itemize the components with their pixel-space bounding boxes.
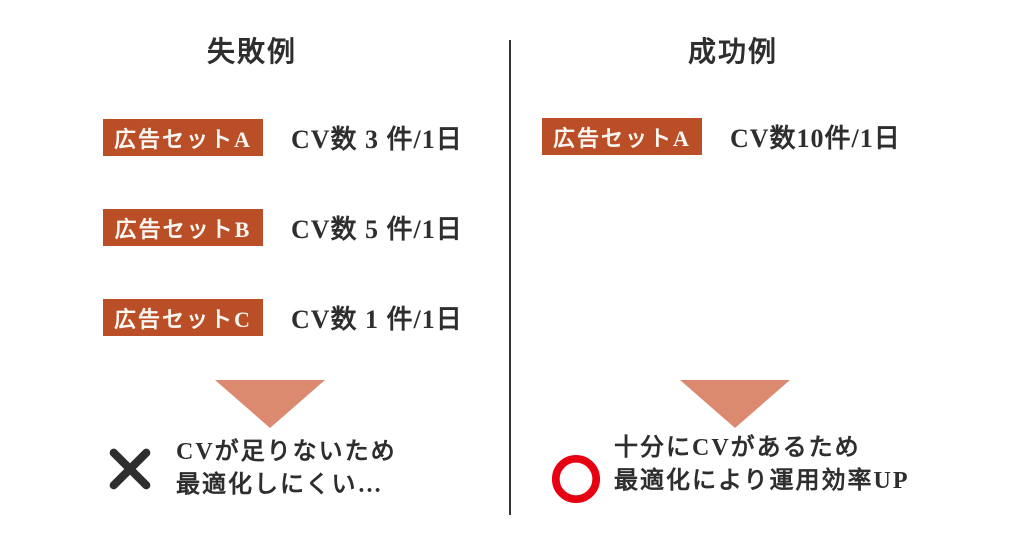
circle-mark-icon bbox=[551, 454, 601, 504]
right-result-text: 十分にCVがあるため 最適化により運用効率UP bbox=[614, 432, 910, 498]
left-result-line2: 最適化しにくい… bbox=[176, 472, 384, 498]
cv-count-text: CV数 5 件/1日 bbox=[291, 215, 463, 244]
ad-set-label: 広告セットA bbox=[103, 119, 263, 156]
down-arrow-icon bbox=[680, 380, 790, 428]
cv-count-text: CV数 3 件/1日 bbox=[291, 125, 463, 154]
down-arrow-icon bbox=[215, 380, 325, 428]
right-result-line2: 最適化により運用効率UP bbox=[614, 468, 910, 494]
right-panel-title: 成功例 bbox=[687, 37, 778, 68]
ad-set-label: 広告セットC bbox=[103, 299, 263, 336]
ad-set-row-c-left: 広告セットC CV数 1 件/1日 bbox=[103, 299, 463, 336]
ad-set-row-a-left: 広告セットA CV数 3 件/1日 bbox=[103, 119, 463, 156]
ad-set-row-a-right: 広告セットA CV数10件/1日 bbox=[542, 118, 901, 155]
ad-set-row-b-left: 広告セットB CV数 5 件/1日 bbox=[103, 209, 463, 246]
cv-count-text: CV数 1 件/1日 bbox=[291, 305, 463, 334]
center-divider-line bbox=[509, 40, 511, 515]
ad-set-label: 広告セットB bbox=[103, 209, 263, 246]
left-panel-title: 失敗例 bbox=[206, 37, 297, 68]
ad-set-label: 広告セットA bbox=[542, 118, 702, 155]
cv-count-text: CV数10件/1日 bbox=[730, 124, 901, 153]
left-result-line1: CVが足りないため bbox=[176, 439, 397, 465]
right-result-line1: 十分にCVがあるため bbox=[614, 435, 861, 461]
cross-mark-icon bbox=[107, 446, 153, 492]
left-result-text: CVが足りないため 最適化しにくい… bbox=[176, 436, 397, 502]
